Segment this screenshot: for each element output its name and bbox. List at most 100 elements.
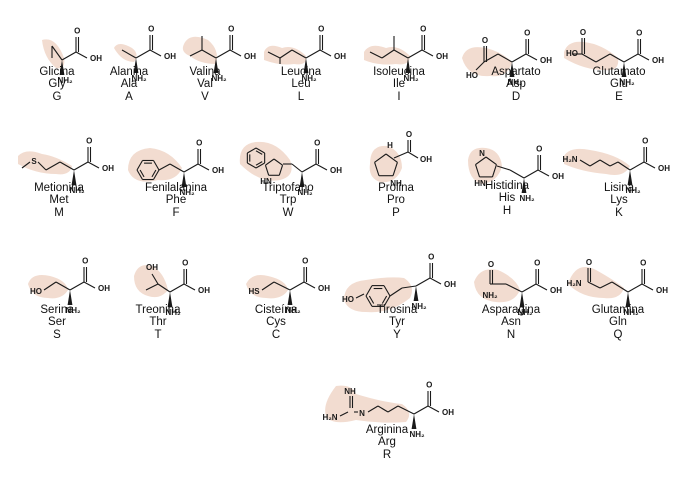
wedge-bond [625, 292, 631, 307]
bond-line [491, 164, 497, 178]
atom-label: HN [474, 179, 486, 188]
atom-label: O [586, 258, 592, 267]
full-name: Arginina [365, 424, 409, 436]
bond-line [511, 53, 527, 63]
full-name: Valina [189, 66, 221, 78]
side-chain-highlight [568, 267, 624, 299]
bond-line [255, 161, 263, 166]
bond-line [401, 285, 417, 289]
bond-line [496, 165, 511, 171]
three-letter-code: Ser [48, 316, 66, 329]
side-chain-highlight [42, 39, 65, 69]
bond-line [305, 49, 321, 59]
side-chain-highlight [325, 385, 410, 423]
bond-line [273, 281, 291, 291]
full-name: Isoleucina [373, 66, 425, 78]
three-letter-code: Met [49, 194, 69, 207]
atom-label: O [196, 139, 202, 148]
full-name: Fenilalanina [144, 182, 207, 194]
full-name: Prolina [378, 182, 414, 194]
atom-label: O [420, 25, 426, 34]
one-letter-code: V [201, 90, 209, 103]
bond-line [183, 163, 199, 173]
bond-line [407, 151, 419, 159]
bond-line [51, 45, 63, 61]
atom-label: H [387, 141, 393, 150]
bond-line [61, 51, 77, 61]
atom-label: O [642, 137, 648, 146]
atom-label: O [428, 253, 434, 262]
atom-label: NH₂ [519, 194, 535, 203]
three-letter-code: Asp [506, 78, 526, 91]
bond-line [291, 49, 307, 59]
atom-label: HO [466, 71, 478, 80]
atom-label: O [148, 25, 154, 34]
atom-label: NH [390, 179, 402, 188]
atom-label: NH₂ [165, 308, 181, 317]
bond-line [609, 53, 625, 63]
full-name: Glutamato [592, 66, 646, 78]
bond-line [368, 295, 375, 304]
atom-label: O [318, 25, 324, 34]
atom-label: OH [540, 56, 552, 65]
atom-label: OH [652, 56, 664, 65]
atom-label: OH [656, 286, 668, 295]
atom-label: NH₂ [507, 78, 523, 87]
bond-line [485, 156, 497, 166]
atom-label: OH [552, 172, 564, 181]
atom-label: OH [330, 166, 342, 175]
bond-line [169, 163, 185, 173]
bond-line [279, 49, 293, 59]
wedge-bond [181, 172, 187, 187]
bond-line [475, 156, 487, 166]
bond-line [215, 49, 231, 59]
full-name: Alanina [109, 66, 149, 78]
atom-label: O [74, 27, 80, 36]
atom-label: H₂N [562, 155, 577, 164]
one-letter-code: M [54, 206, 64, 219]
atom-label: OH [436, 52, 448, 61]
bond-line [365, 285, 373, 297]
bond-line [135, 49, 151, 59]
bond-line [525, 53, 538, 61]
bond-line [374, 153, 387, 163]
bond-line [291, 163, 303, 173]
side-chain-highlight [239, 141, 292, 181]
bond-line [599, 281, 613, 289]
atom-label: OH [212, 166, 224, 175]
atom-label: HS [248, 287, 260, 296]
atom-label: OH [164, 52, 176, 61]
atom-label: NH₂ [301, 74, 317, 83]
one-letter-code: Q [613, 328, 623, 341]
three-letter-code: Pro [387, 194, 405, 207]
bond-line [599, 159, 611, 167]
atom-label: HO [30, 287, 42, 296]
one-letter-code: R [382, 448, 392, 461]
bond-line [151, 273, 159, 285]
atom-label: NH₂ [69, 186, 85, 195]
full-name: Treonina [135, 304, 181, 316]
full-name: Histidina [484, 180, 530, 192]
bond-line [383, 295, 391, 307]
atom-label: O [182, 259, 188, 268]
wedge-bond [299, 172, 305, 187]
bond-line [169, 283, 185, 293]
bond-line [609, 161, 619, 167]
